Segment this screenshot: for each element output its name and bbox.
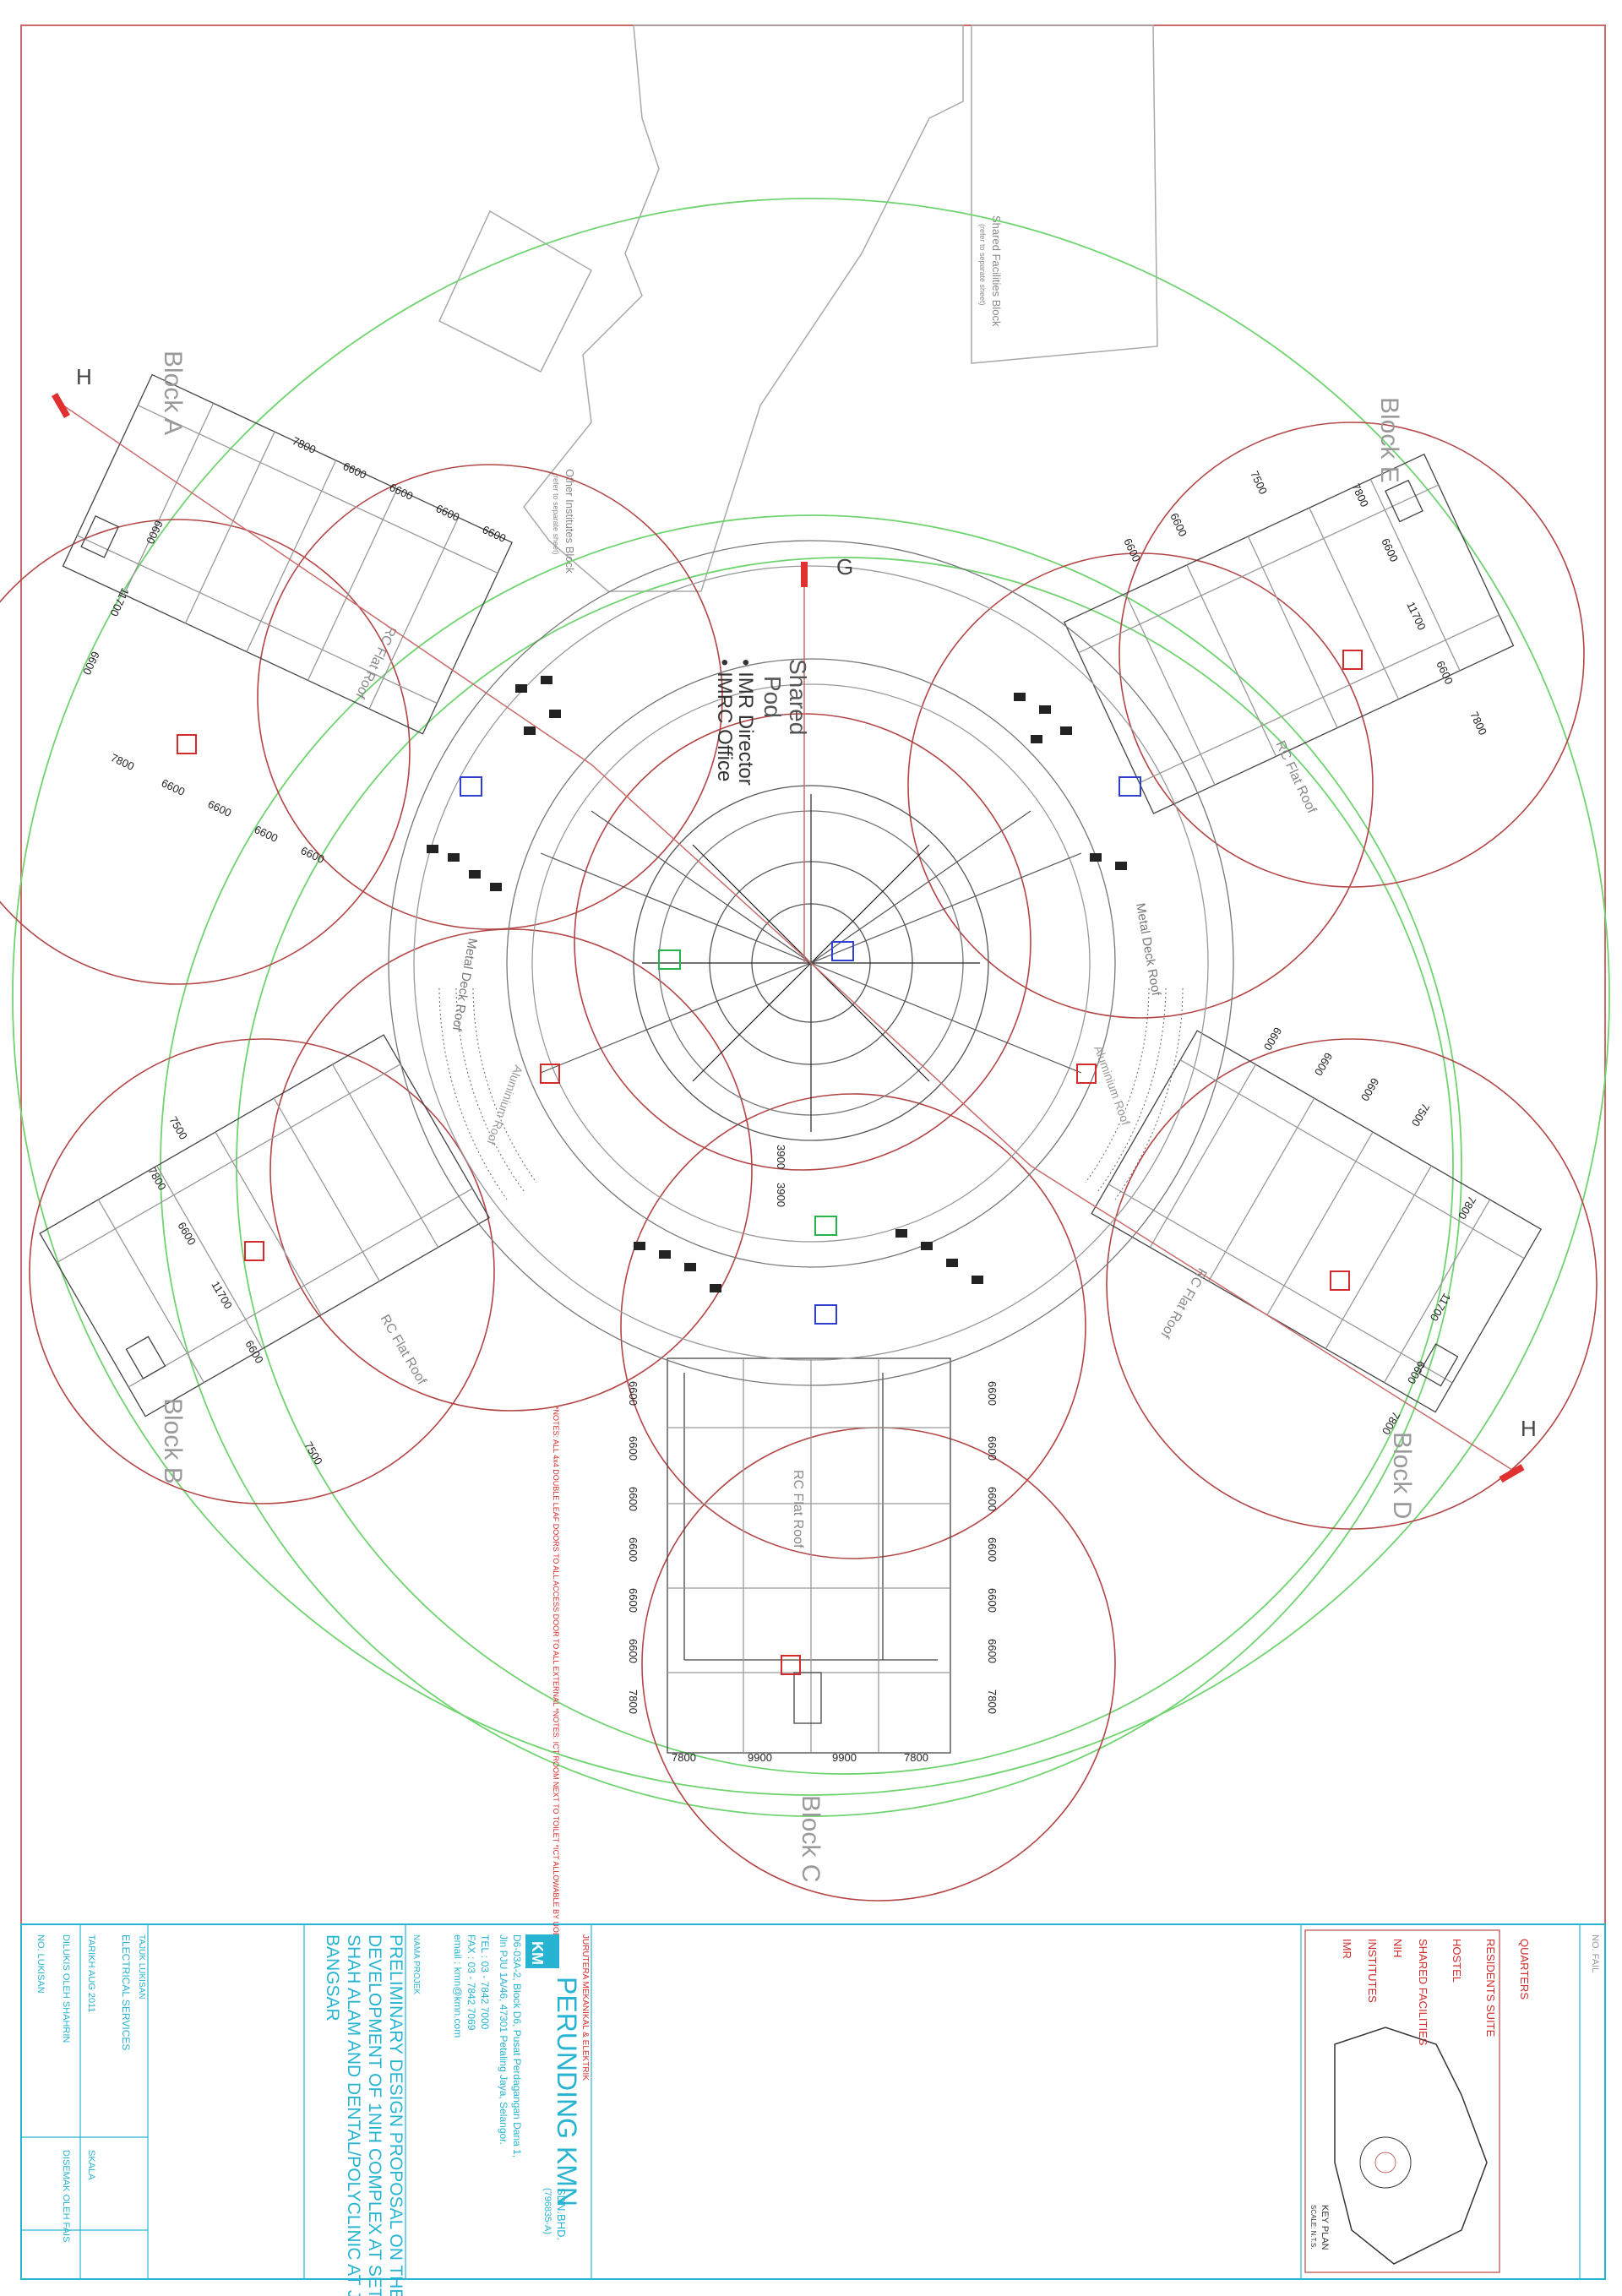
block-b (39, 1034, 491, 1417)
svg-text:9900: 9900 (748, 1751, 772, 1764)
key-plan-legend-2: RESIDENTS SUITE (1484, 1939, 1497, 2038)
svg-text:6600: 6600 (986, 1639, 999, 1663)
section-line-h (63, 405, 1513, 1471)
pod-item-2: • IMRC Office (713, 659, 736, 781)
green-coverage-circles (12, 198, 1610, 1817)
svg-text:6600: 6600 (986, 1588, 999, 1613)
section-h-right-label: H (1521, 1416, 1537, 1441)
kmn-logo-text: KM (529, 1941, 546, 1965)
shared-facilities-outline (438, 24, 1158, 592)
office-furniture-upper-right (1014, 693, 1127, 870)
tb-disemak: DISEMAK OLEH FAIS (61, 2150, 71, 2242)
pod-title-line1: Shared (785, 659, 811, 735)
tb-skala: SKALA (86, 2150, 96, 2180)
svg-text:6600: 6600 (986, 1487, 999, 1511)
svg-text:6600: 6600 (627, 1588, 640, 1613)
svg-text:7800: 7800 (627, 1689, 640, 1714)
tb-address-1: D6-03A-2, Block D6, Pusat Perdagangan Da… (511, 1934, 523, 2157)
tb-consultant-heading: JURUTERA MEKANIKAL & ELEKTRIK (580, 1934, 590, 2081)
key-plan-caption: KEY PLAN (1320, 2205, 1330, 2250)
block-c (667, 1357, 951, 1754)
key-plan-legend-1: QUARTERS (1518, 1939, 1531, 1999)
svg-text:3900: 3900 (775, 1145, 787, 1169)
pod-title-line2: Pod (759, 676, 786, 718)
block-c-label: Block C (797, 1795, 825, 1882)
tb-firm-reg: (796835-A) (542, 2188, 552, 2234)
tb-project-line4: BANGSAR (323, 1934, 342, 2021)
dims-block-c-bottom: 7800 9900 9900 7800 (672, 1751, 928, 1764)
tb-dilukis: DILUKIS OLEH SHAHRIN (61, 1934, 71, 2043)
electrical-markers (177, 650, 1363, 1675)
dims-block-c-left: 6600 6600 6600 6600 6600 6600 7800 (627, 1381, 640, 1714)
tb-project-line3: SHAH ALAM AND DENTAL/POLYCLINIC AT JALAN (344, 1934, 363, 2296)
key-plan-scale: SCALE: N.T.S. (1309, 2205, 1317, 2249)
pod-item-1: • IMR Director (734, 659, 757, 786)
svg-text:6600: 6600 (986, 1537, 999, 1562)
svg-text:6600: 6600 (627, 1436, 640, 1461)
svg-text:7800: 7800 (986, 1689, 999, 1714)
title-block (21, 1924, 1581, 2279)
tb-drawing-title: ELECTRICAL SERVICES (120, 1934, 132, 2050)
section-h-left-label: H (76, 364, 92, 389)
block-c-roof-label: RC Flat Roof (791, 1470, 805, 1548)
block-e-label: Block E (1375, 397, 1403, 483)
title-block-frame (20, 1923, 1606, 2280)
office-furniture-upper-left (427, 676, 561, 891)
red-coverage-circles (0, 422, 1598, 1902)
shared-facilities-note: (refer to separate sheet) (978, 224, 987, 306)
block-a-label: Block A (159, 351, 187, 435)
red-note: *NOTES: ALL 4x4 DOUBLE LEAF DOORS TO ALL… (552, 1406, 560, 1938)
key-plan-legend-4: SHARED FACILITIES (1417, 1939, 1429, 2046)
other-institutes-label: Other Institutes Block (563, 469, 576, 574)
office-furniture-lower (634, 1229, 983, 1292)
key-plan-legend-6: INSTITUTES (1366, 1939, 1379, 2003)
tb-no-lukisan: NO. LUKISAN (35, 1934, 46, 1994)
tb-project-heading: NAMA PROJEK (411, 1934, 421, 1994)
section-mark-h-right (1499, 1464, 1525, 1483)
tb-drawing-heading: TAJUK LUKISAN (137, 1934, 146, 1999)
svg-text:9900: 9900 (832, 1751, 857, 1764)
aluminium-roof-hatching (438, 987, 1184, 1200)
key-plan-legend-3: HOSTEL (1451, 1939, 1463, 1983)
key-plan-legend-5: NIH (1391, 1939, 1404, 1957)
block-d-label: Block D (1388, 1432, 1416, 1519)
other-institutes-note: (refer to separate sheet) (552, 473, 560, 555)
tb-tel: TEL : 03 - 7842 7000 (479, 1934, 491, 2030)
section-mark-g (801, 562, 808, 587)
shared-facilities-label: Shared Facilities Block (990, 215, 1003, 327)
tb-tarikh: TARIKH AUG 2011 (86, 1934, 96, 2013)
kmn-logo (525, 1934, 559, 1968)
dims-block-c-right: 6600 6600 6600 6600 6600 6600 7800 (986, 1381, 999, 1714)
svg-text:6600: 6600 (986, 1436, 999, 1461)
tb-firm-suffix: SDN.BHD. (555, 2188, 568, 2240)
dims-core: 3900 3900 (775, 1145, 787, 1207)
block-e (1064, 453, 1515, 814)
block-a (62, 373, 513, 735)
section-mark-h-left (52, 393, 70, 418)
tb-project-line1: PRELIMINARY DESIGN PROPOSAL ON THE (386, 1934, 406, 2296)
tb-fax: FAX : 03 - 7842 7069 (465, 1934, 477, 2031)
tb-address-2: Jln PJU 1A/46, 47301 Petaling Jaya, Sela… (498, 1934, 509, 2145)
svg-text:6600: 6600 (627, 1639, 640, 1663)
svg-text:3900: 3900 (775, 1183, 787, 1207)
svg-text:6600: 6600 (627, 1487, 640, 1511)
tb-firm-name: PERUNDING KMN (552, 1977, 582, 2206)
svg-text:7800: 7800 (904, 1751, 928, 1764)
section-g-label: G (836, 554, 853, 579)
svg-text:6600: 6600 (627, 1537, 640, 1562)
block-d (1091, 1030, 1543, 1413)
tb-email: email : kmn@kmn.com (452, 1934, 464, 2038)
svg-text:7800: 7800 (672, 1751, 696, 1764)
svg-text:6600: 6600 (986, 1381, 999, 1406)
key-plan-legend-7: IMR (1341, 1939, 1353, 1959)
key-plan (1304, 1929, 1500, 2273)
tb-no-fail: NO. FAIL (1590, 1934, 1600, 1972)
svg-text:6600: 6600 (627, 1381, 640, 1406)
block-b-label: Block B (159, 1398, 187, 1484)
tb-project-line2: DEVELOPMENT OF 1NIH COMPLEX AT SETIA ALA… (365, 1934, 384, 2296)
